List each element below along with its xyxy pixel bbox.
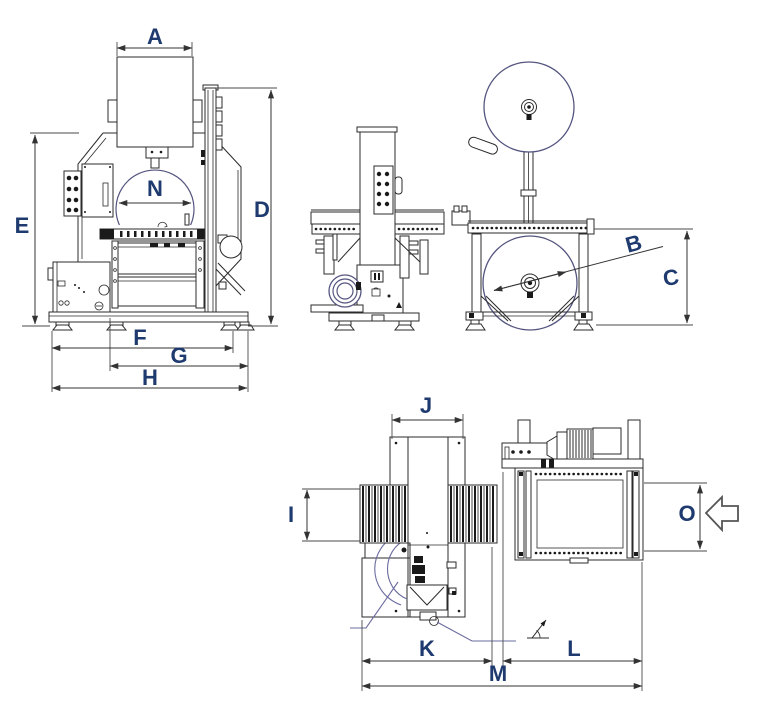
angle-icon — [527, 619, 549, 639]
side-view: B C — [310, 61, 693, 331]
side-table-wings — [310, 209, 445, 279]
control-panel — [63, 163, 114, 218]
motor-box — [47, 261, 111, 313]
dim-label-b: B — [623, 229, 645, 257]
dim-label-f: F — [133, 325, 146, 350]
plan-dimensions: J I O K L M — [288, 393, 707, 691]
dim-label-h: H — [142, 365, 158, 390]
band-arch — [115, 169, 195, 226]
machine-base — [48, 311, 255, 331]
front-dimensions: A E D N F G H — [15, 24, 278, 392]
plan-view: J I O K L M — [288, 393, 739, 691]
dim-label-k: K — [419, 636, 435, 661]
work-table — [99, 213, 216, 309]
dim-label-i: I — [288, 502, 294, 527]
band-coil-small — [310, 274, 364, 313]
side-wheel — [213, 234, 246, 296]
dim-label-n: N — [147, 176, 163, 201]
dim-label-a: A — [147, 24, 163, 49]
roller-table-right — [447, 484, 498, 544]
side-dimensions: B C — [493, 228, 693, 326]
dim-label-j: J — [420, 393, 432, 418]
flow-arrow-icon — [704, 494, 739, 533]
motor-fins — [566, 428, 594, 460]
leader-left — [350, 581, 399, 629]
dim-label-o: O — [678, 501, 695, 526]
reel-handle — [468, 136, 498, 155]
dim-label-g: G — [170, 343, 187, 368]
side-machine-base — [328, 312, 420, 331]
reel-stand — [468, 61, 575, 225]
dim-label-e: E — [15, 213, 30, 238]
roller-table-left — [359, 484, 409, 544]
conveyor-side — [451, 205, 595, 331]
dim-label-d: D — [254, 197, 270, 222]
leader-right — [436, 621, 516, 642]
dim-label-c: C — [661, 264, 680, 291]
conveyor-plan — [501, 419, 644, 564]
front-view: A E D N F G H — [15, 24, 278, 392]
dim-label-m: M — [489, 661, 507, 686]
dim-label-l: L — [567, 636, 580, 661]
top-dispenser-box — [107, 56, 203, 169]
